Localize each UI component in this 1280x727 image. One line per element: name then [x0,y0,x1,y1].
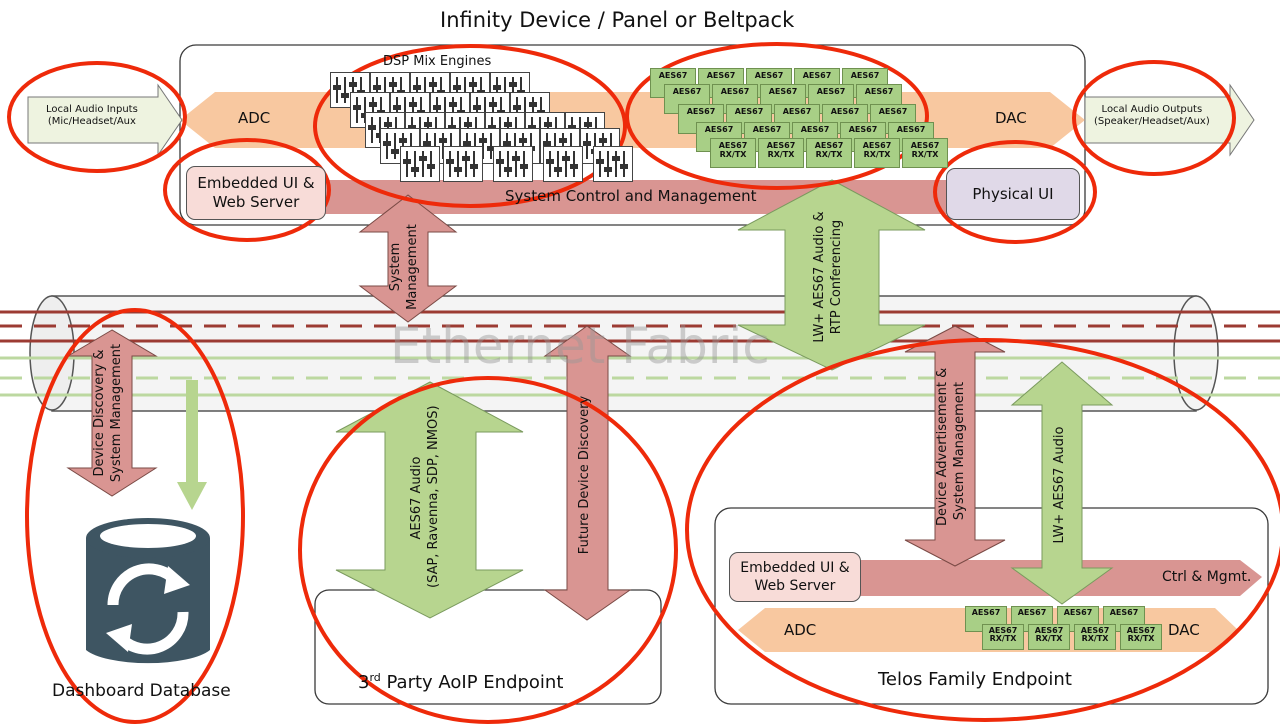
aes67-audio-label: AES67 Audio (SAP, Ravenna, SDP, NMOS) [409,405,441,588]
telos-ctrl-label: Ctrl & Mgmt. [1162,569,1252,585]
local-outputs-arrow [1084,83,1255,157]
embedded-ui-box: Embedded UI & Web Server [186,166,326,220]
telos-ctrl-band [760,560,1262,596]
device-discovery-arrow [66,329,158,497]
highlight-third-party [298,376,678,724]
highlight-local-inputs [7,61,187,173]
highlight-aes-grid [625,42,929,190]
highlight-local-outputs [1072,60,1236,176]
local-inputs-label: Local Audio Inputs (Mic/Headset/Aux [46,104,138,127]
highlight-telos [685,338,1280,722]
dsp-label: DSP Mix Engines [383,54,492,69]
lw-aes-rtp-arrow [737,179,926,371]
future-discovery-label: Future Device Discovery [577,395,592,555]
third-party-label: 3rd Party AoIP Endpoint [358,671,564,694]
highlight-dashboard [25,308,245,724]
lw-aes-audio-arrow [1010,361,1114,605]
future-discovery-arrow [543,325,632,621]
highlight-embedded-ui [163,138,331,242]
ethernet-fabric-label: Ethernet Fabric [390,317,770,375]
ethernet-fabric-pipe [0,295,1280,412]
aes67-audio-arrow [335,381,524,619]
lw-aes-rtp-label: LW+ AES67 Audio & RTP Conferencing [812,211,844,343]
physical-ui-box: Physical UI [946,168,1080,220]
physical-ui-label: Physical UI [972,185,1054,203]
embedded-ui-label: Embedded UI & Web Server [197,173,315,212]
lw-aes-audio-label: LW+ AES67 Audio [1052,426,1067,544]
telos-adc-label: ADC [784,621,817,639]
third-party-sup: rd [369,671,381,684]
local-inputs-arrow [27,83,183,157]
system-management-label: System Management [388,224,420,310]
dac-label: DAC [995,109,1027,127]
third-party-text: Party AoIP Endpoint [380,672,564,693]
page-title: Infinity Device / Panel or Beltpack [440,8,795,32]
highlight-physical-ui [933,140,1097,244]
adc-label: ADC [238,109,271,127]
device-advert-arrow [904,325,1006,567]
system-management-arrow [358,194,458,323]
dashboard-green-arrow [177,380,207,510]
third-party-endpoint-box [314,589,662,705]
dashboard-label: Dashboard Database [52,681,231,701]
database-icon [86,518,210,664]
system-control-label: System Control and Management [505,187,757,205]
telos-embedded-ui-label: Embedded UI & Web Server [740,559,850,594]
third-party-pre: 3 [358,672,370,693]
device-advert-label: Device Advertisement & System Management [935,368,967,526]
highlight-dsp [313,44,627,208]
telos-label: Telos Family Endpoint [878,669,1072,690]
telos-dac-label: DAC [1168,621,1200,639]
telos-embedded-ui-box: Embedded UI & Web Server [729,552,861,602]
local-outputs-label: Local Audio Outputs (Speaker/Headset/Aux… [1094,104,1210,127]
device-discovery-label: Device Discovery & System Management [92,343,124,483]
